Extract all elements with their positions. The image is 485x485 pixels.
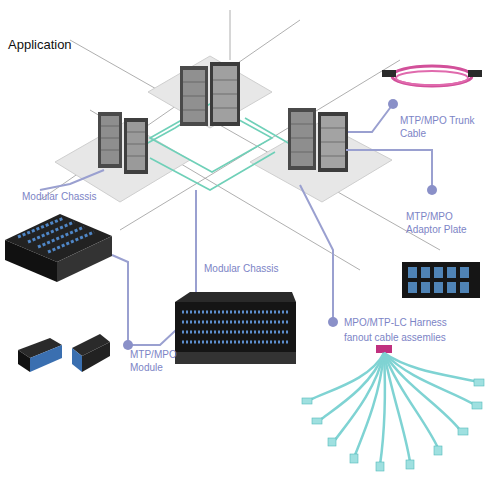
callout-label: MTP/MPO Trunk Cable xyxy=(400,114,480,140)
trunk-cable xyxy=(382,66,482,86)
diagram-title: Application xyxy=(8,37,72,52)
product-callout: MTP/MPO Adaptor Plate xyxy=(398,208,484,302)
chassis-image xyxy=(175,292,296,364)
callout-label: Modular Chassis xyxy=(22,190,122,203)
chassis-image xyxy=(5,214,112,282)
callout-label: MTP/MPO Adaptor Plate xyxy=(406,210,478,236)
callout-label: fanout cable assemlies xyxy=(344,331,482,344)
product-callout: MTP/MPO Trunk Cable xyxy=(378,58,483,140)
rack-slot xyxy=(101,80,345,156)
product-callout: MTP/MPO Module xyxy=(12,330,182,390)
harness-image xyxy=(302,345,484,471)
callout-label: Modular Chassis xyxy=(204,262,304,275)
callout-label: MTP/MPO Module xyxy=(130,348,185,374)
product-callout: Modular Chassis xyxy=(5,188,115,286)
product-callout: MPO/MTP-LC Harness fanout cable assemlies xyxy=(298,314,484,474)
leader-dot xyxy=(123,99,437,350)
floor-tile xyxy=(55,56,392,202)
server-rack xyxy=(98,62,348,174)
adaptor-plate-image xyxy=(402,262,480,298)
callout-label: MPO/MTP-LC Harness xyxy=(344,316,482,329)
module-image xyxy=(18,334,110,372)
product-callout: Modular Chassis xyxy=(172,262,298,368)
